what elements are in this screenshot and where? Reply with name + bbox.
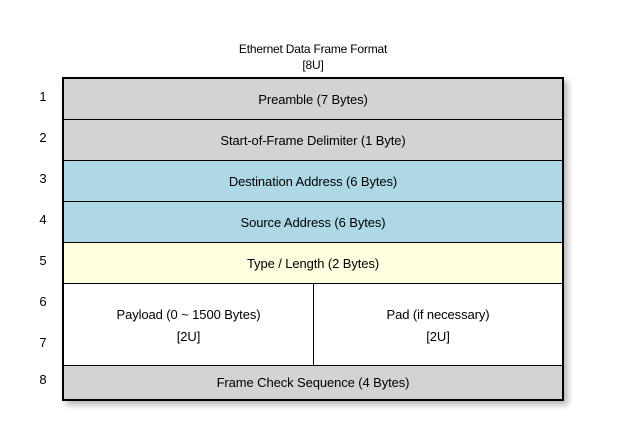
frame-field-pad-label: Pad (if necessary) — [386, 306, 490, 322]
frame-field-payload: Payload (0 ~ 1500 Bytes) [2U] — [64, 284, 314, 365]
row-index-2: 2 — [39, 130, 47, 145]
frame-field-frame-check-sequence: Frame Check Sequence (4 Bytes) — [64, 366, 562, 399]
frame-field-preamble: Preamble (7 Bytes) — [64, 79, 562, 120]
frame-field-frame-check-sequence-label: Frame Check Sequence (4 Bytes) — [216, 375, 410, 390]
frame-field-pad-sublabel: [2U] — [426, 328, 450, 344]
frame-field-sfd: Start-of-Frame Delimiter (1 Byte) — [64, 120, 562, 161]
frame-field-payload-sublabel: [2U] — [176, 328, 201, 344]
frame-field-payload-pad-row: Payload (0 ~ 1500 Bytes) [2U] Pad (if ne… — [64, 284, 562, 366]
frame-field-type-length-label: Type / Length (2 Bytes) — [246, 255, 380, 271]
frame-field-pad: Pad (if necessary) [2U] — [314, 284, 562, 365]
frame-table: Preamble (7 Bytes) Start-of-Frame Delimi… — [62, 77, 564, 401]
row-index-1: 1 — [39, 89, 47, 104]
row-index-5: 5 — [39, 253, 47, 268]
row-index-3: 3 — [39, 171, 47, 186]
frame-field-destination-address: Destination Address (6 Bytes) — [64, 161, 562, 202]
frame-field-source-address-label: Source Address (6 Bytes) — [240, 214, 386, 230]
frame-field-type-length: Type / Length (2 Bytes) — [64, 243, 562, 284]
row-index-7: 7 — [39, 335, 47, 350]
frame-field-destination-address-label: Destination Address (6 Bytes) — [228, 173, 398, 189]
frame-field-source-address: Source Address (6 Bytes) — [64, 202, 562, 243]
row-index-column: 1 2 3 4 5 6 7 8 — [28, 77, 58, 401]
diagram-title: Ethernet Data Frame Format — [238, 42, 388, 56]
row-index-4: 4 — [39, 212, 47, 227]
frame-field-payload-label: Payload (0 ~ 1500 Bytes) — [116, 306, 261, 322]
diagram-subtitle: [8U] — [302, 58, 324, 72]
row-index-8: 8 — [39, 372, 47, 387]
diagram-title-block: Ethernet Data Frame Format [8U] — [62, 41, 564, 73]
row-index-6: 6 — [39, 294, 47, 309]
frame-field-preamble-label: Preamble (7 Bytes) — [258, 91, 368, 107]
frame-field-sfd-label: Start-of-Frame Delimiter (1 Byte) — [220, 132, 406, 148]
